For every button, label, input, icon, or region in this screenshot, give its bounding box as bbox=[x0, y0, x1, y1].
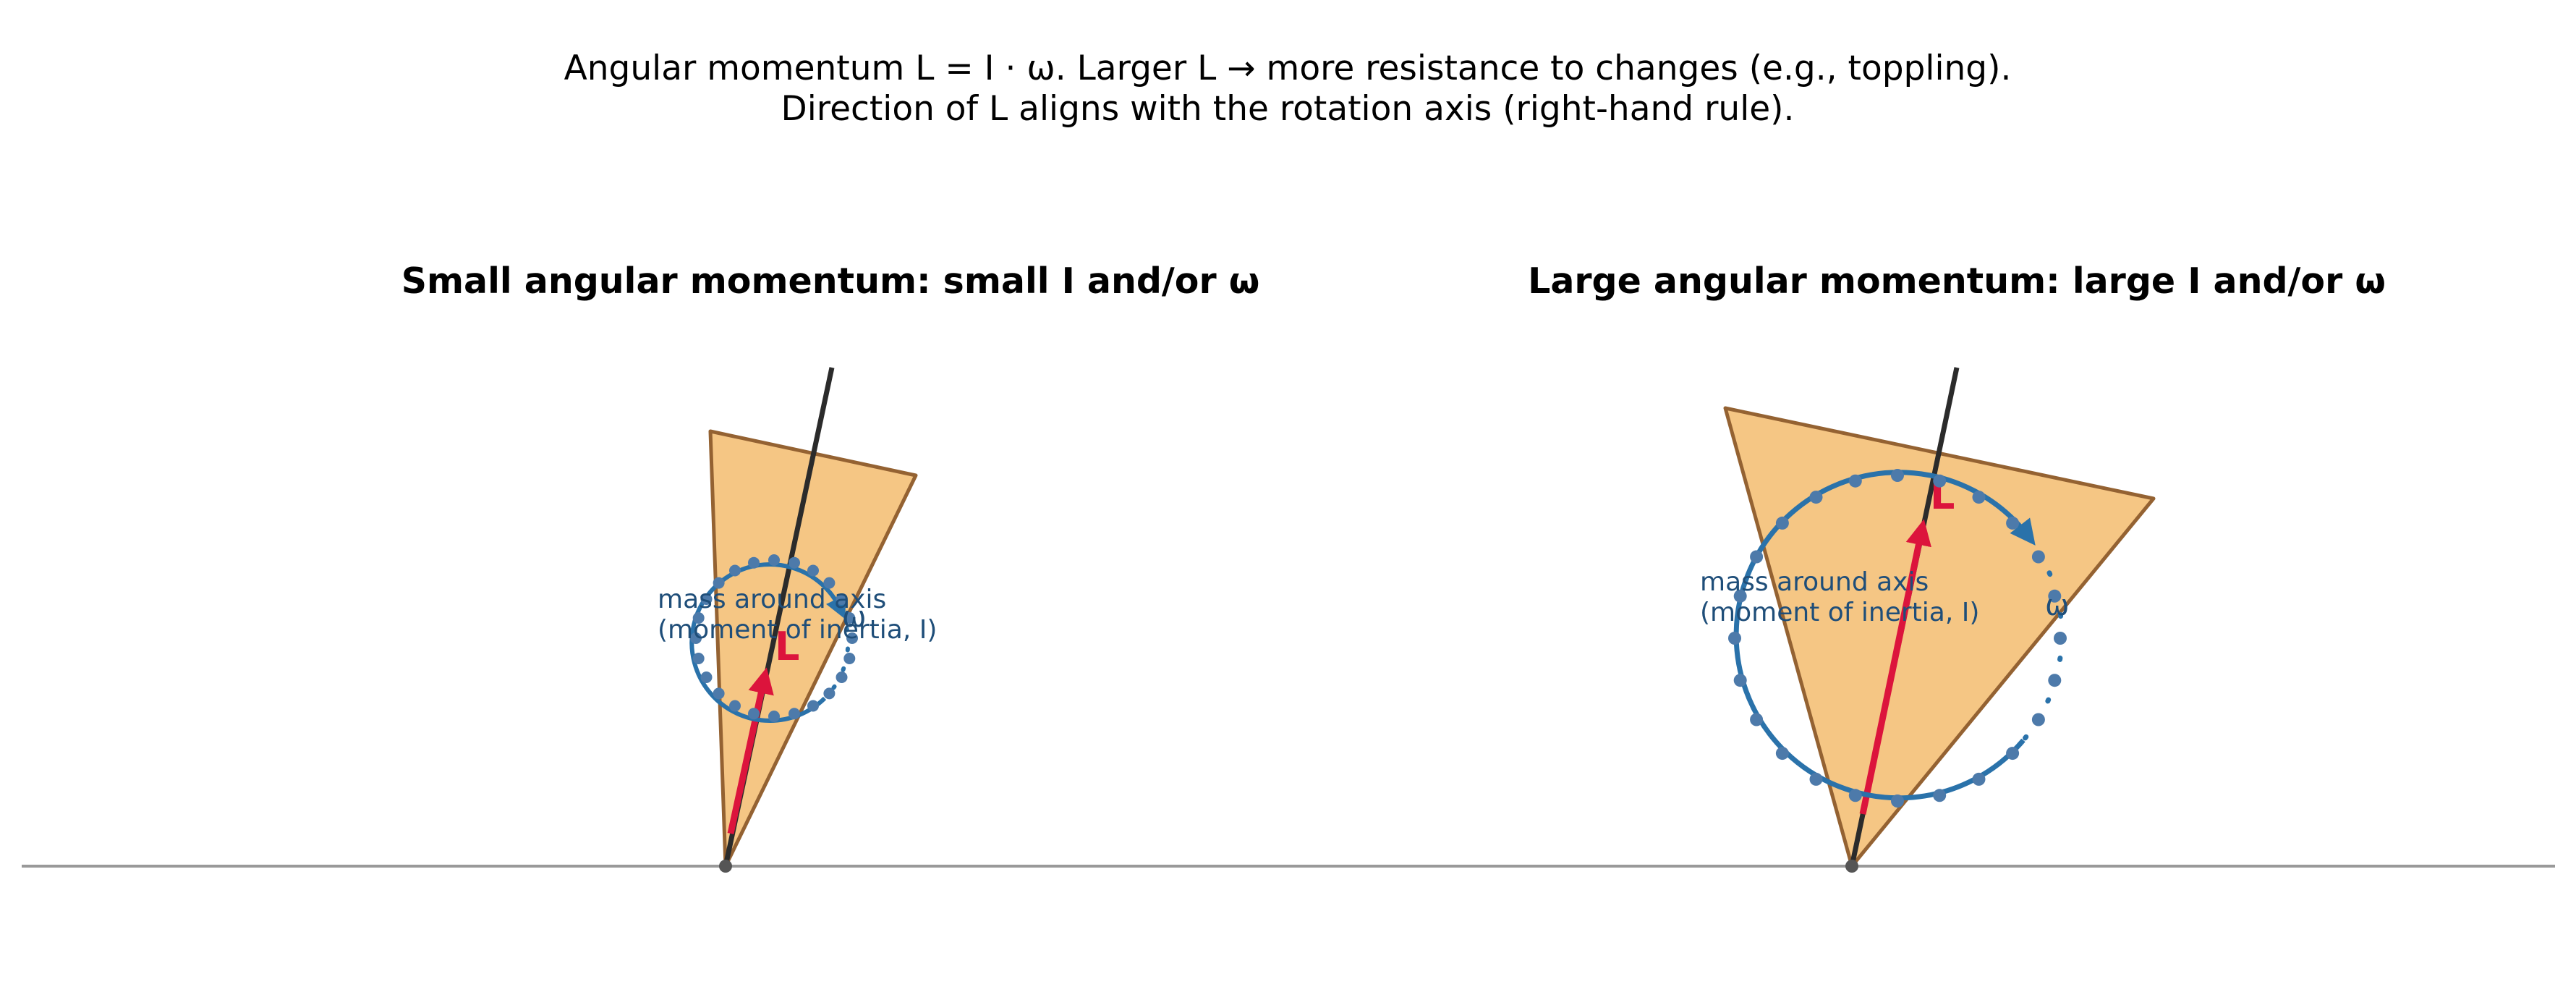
panel-title-large: Large angular momentum: large I and/or ω bbox=[1528, 260, 2386, 302]
panel-large: L mass around axis (moment of inertia, I… bbox=[1700, 367, 2156, 873]
mass-point bbox=[788, 556, 800, 569]
mass-point bbox=[2054, 632, 2067, 645]
mass-point bbox=[729, 564, 741, 577]
mass-point bbox=[788, 708, 800, 720]
mass-point bbox=[1933, 789, 1947, 802]
mass-point bbox=[1733, 589, 1747, 603]
mass-point bbox=[836, 671, 848, 683]
mass-label-small-line-1: mass around axis bbox=[658, 585, 886, 614]
mass-point bbox=[836, 593, 848, 605]
mass-points-large bbox=[1728, 469, 2067, 808]
mass-point bbox=[700, 671, 713, 683]
mass-point bbox=[748, 556, 760, 569]
mass-point bbox=[700, 593, 713, 605]
mass-label-small-line-2: (moment of inertia, I) bbox=[658, 615, 937, 645]
mass-point bbox=[748, 708, 760, 720]
rotation-arrow-small bbox=[689, 562, 846, 723]
mass-point bbox=[807, 700, 819, 712]
mass-point bbox=[1933, 474, 1947, 488]
mass-point bbox=[1775, 516, 1789, 530]
mass-point bbox=[768, 554, 780, 566]
panel-title-small: Small angular momentum: small I and/or ω bbox=[401, 260, 1260, 302]
header-line-2: Direction of L aligns with the rotation … bbox=[781, 89, 1795, 129]
mass-point bbox=[1775, 747, 1789, 760]
pivot-point-small bbox=[719, 860, 732, 873]
mass-point bbox=[1972, 772, 1986, 786]
vector-label-small: L bbox=[775, 624, 799, 669]
mass-point bbox=[2031, 713, 2045, 726]
mass-point bbox=[2048, 674, 2062, 687]
omega-label-large: ω bbox=[2045, 589, 2070, 622]
mass-point bbox=[768, 711, 780, 722]
header-line-1: Angular momentum L = I · ω. Larger L → m… bbox=[564, 48, 2012, 88]
mass-point bbox=[2006, 747, 2020, 760]
mass-point bbox=[2031, 550, 2045, 564]
mass-point bbox=[690, 632, 702, 644]
mass-point bbox=[846, 632, 858, 644]
mass-point bbox=[713, 687, 725, 700]
omega-label-small: ω bbox=[842, 601, 867, 634]
mass-point bbox=[823, 687, 836, 700]
mass-point bbox=[1809, 772, 1823, 786]
mass-point bbox=[692, 612, 705, 624]
mass-point bbox=[843, 653, 856, 664]
mass-point bbox=[807, 564, 819, 577]
mass-point bbox=[2006, 516, 2020, 530]
rotation-arrow-large bbox=[1733, 470, 2036, 801]
mass-point bbox=[1750, 713, 1764, 726]
mass-point bbox=[729, 700, 741, 712]
pivot-point-large bbox=[1845, 860, 1858, 873]
mass-label-large-line-2: (moment of inertia, I) bbox=[1700, 598, 1979, 627]
mass-point bbox=[713, 577, 725, 589]
panel-small: L mass around axis (moment of inertia, I… bbox=[658, 367, 937, 873]
mass-point bbox=[2048, 589, 2062, 603]
mass-point bbox=[1809, 491, 1823, 504]
mass-point bbox=[692, 653, 705, 664]
mass-point bbox=[1728, 632, 1741, 645]
mass-point bbox=[1891, 795, 1904, 808]
mass-point bbox=[843, 612, 856, 624]
mass-label-large-line-1: mass around axis bbox=[1700, 567, 1929, 597]
mass-points-small bbox=[690, 554, 858, 722]
mass-point bbox=[1891, 469, 1904, 482]
mass-point bbox=[1972, 491, 1986, 504]
mass-point bbox=[1848, 789, 1862, 802]
mass-point bbox=[1750, 550, 1764, 564]
mass-point bbox=[1848, 474, 1862, 488]
momentum-vector-large bbox=[1859, 519, 1931, 815]
mass-point bbox=[1733, 674, 1747, 687]
mass-point bbox=[823, 577, 836, 589]
momentum-vector-small bbox=[727, 667, 774, 834]
